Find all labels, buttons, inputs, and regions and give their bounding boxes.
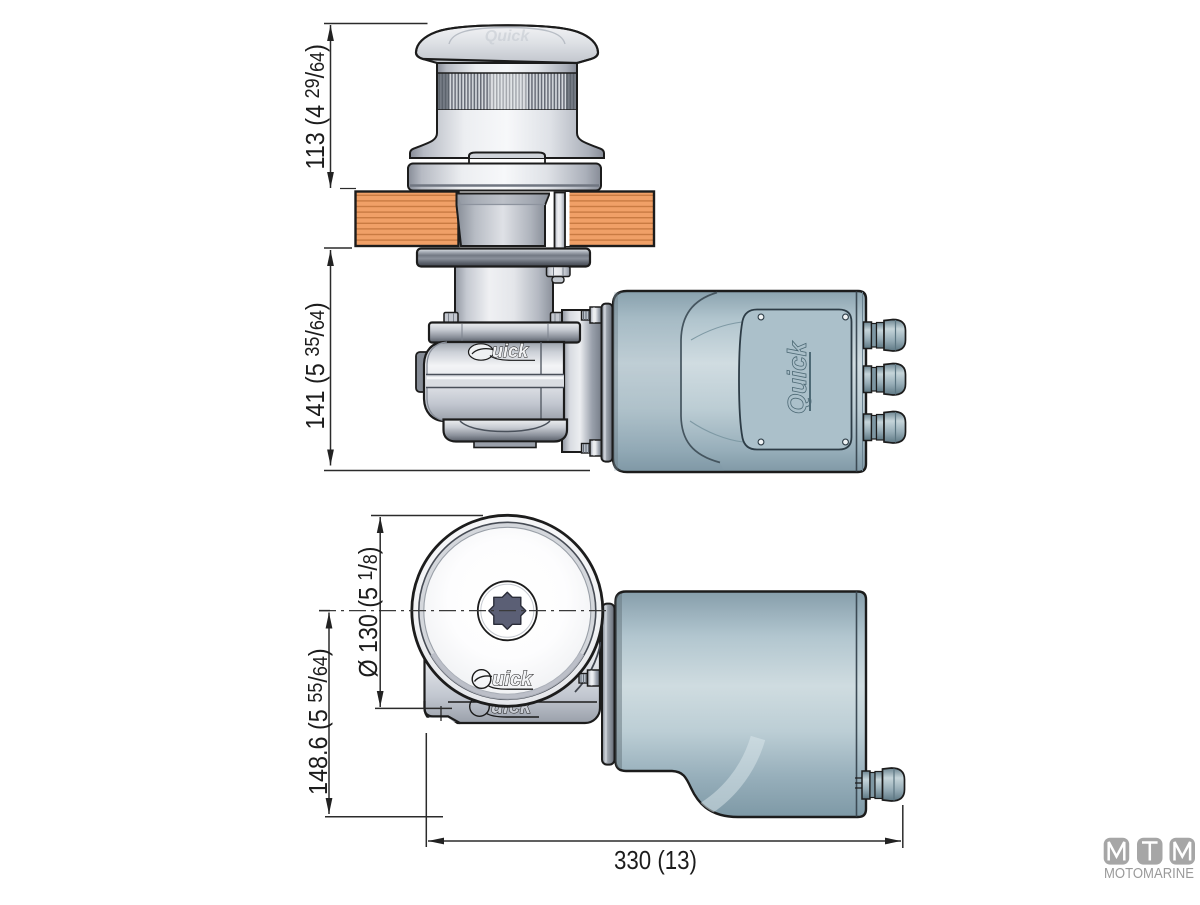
svg-text:uick: uick xyxy=(492,669,533,691)
svg-text:uick: uick xyxy=(492,341,529,361)
svg-text:Quick: Quick xyxy=(485,28,531,45)
svg-text:141 (5 35/64): 141 (5 35/64) xyxy=(302,302,330,429)
svg-text:148.6 (5 55/64): 148.6 (5 55/64) xyxy=(305,648,333,795)
svg-text:Quick: Quick xyxy=(782,340,812,414)
svg-text:113 (4 29/64): 113 (4 29/64) xyxy=(302,44,330,169)
svg-text:Ø 130 (5 1/8): Ø 130 (5 1/8) xyxy=(355,547,383,678)
svg-text:330 (13): 330 (13) xyxy=(614,846,697,875)
svg-text:MOTOMARINE: MOTOMARINE xyxy=(1104,865,1194,882)
